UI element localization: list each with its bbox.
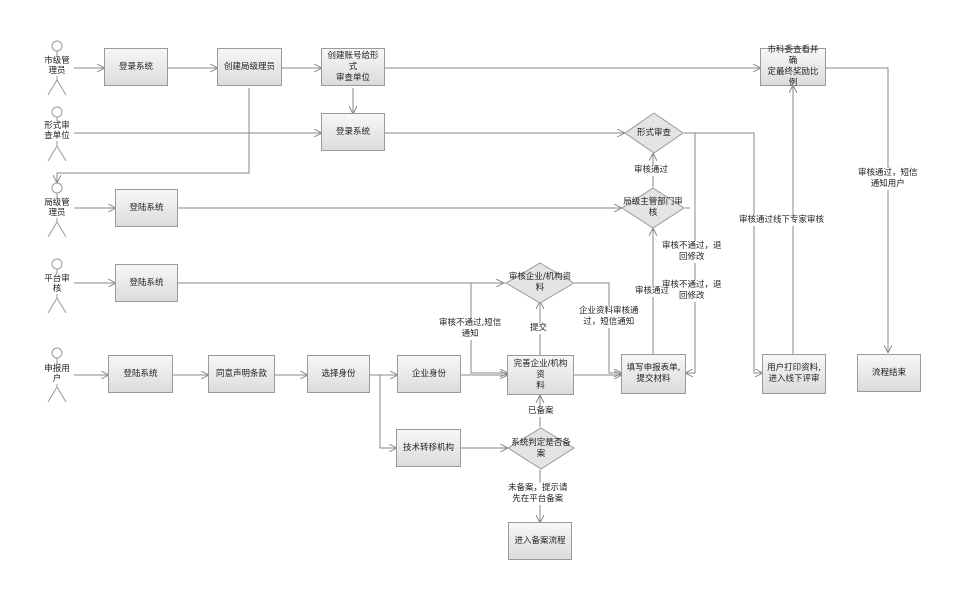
edge-label-submit: 提交: [530, 323, 548, 334]
stick-figure-icon: [47, 106, 67, 162]
edge-form-review-to-user-print: [684, 132, 762, 373]
node-city-committee-review: 市科委查看并确 定最终奖励比例: [760, 45, 826, 88]
edge-label-approved-2: 审核通过: [635, 286, 670, 297]
decision-label: 系统判定是否备 案: [511, 437, 571, 459]
node-platform-login: 登陆系统: [115, 264, 178, 302]
actor-platform-review: 平台审 核: [40, 258, 74, 316]
decision-form-review: 形式审查: [624, 112, 684, 154]
decision-label: 形式审查: [636, 127, 671, 138]
node-create-bureau-admin: 创建局级理员: [217, 48, 282, 86]
actor-label: 局级管 理员: [40, 198, 74, 218]
actor-label: 形式审 查单位: [40, 121, 74, 141]
node-complete-info: 完善企业/机构资 料: [507, 355, 574, 395]
node-enterprise-identity: 企业身份: [397, 355, 461, 393]
node-applicant-login: 登陆系统: [108, 355, 173, 393]
edge-label-rejected-return-1: 审核不通过，退 回修改: [662, 241, 722, 263]
node-login-system-2: 登录系统: [321, 113, 385, 151]
edge-label-approved-1: 审核通过: [634, 165, 669, 176]
node-process-end: 流程结束: [857, 354, 921, 392]
decision-label: 审核企业/机构资 料: [508, 272, 572, 293]
node-user-print: 用户打印资料, 进入线下评审: [762, 354, 826, 394]
node-fill-form: 填写申报表单, 提交材料: [621, 354, 686, 394]
actor-label: 平台审 核: [40, 274, 74, 294]
edge-label-approved-sms: 审核通过，短信 通知用户: [858, 168, 918, 190]
edge-label-not-filed: 未备案，提示请 先在平台备案: [508, 483, 568, 505]
actor-city-admin: 市级管 理员: [40, 40, 74, 98]
edge-label-rejected-return-2: 审核不通过，退 回修改: [662, 280, 722, 302]
actor-label: 市级管 理员: [40, 56, 74, 76]
node-tech-transfer: 技术转移机构: [396, 429, 461, 467]
actor-form-review-unit: 形式审 查单位: [40, 106, 74, 164]
edge-city-committee-to-end: [826, 67, 888, 352]
node-create-account-form-unit: 创建账号给形式 审查单位: [321, 48, 385, 86]
node-agree-terms: 同意声明条款: [208, 355, 275, 393]
edge-label-filed: 已备案: [528, 406, 554, 417]
node-select-identity: 选择身份: [307, 355, 370, 393]
actor-applicant: 申报用 户: [40, 347, 74, 405]
edge-review-approve-to-fill: [575, 282, 621, 373]
edge-label-rejected-sms: 审核不通过,短信 通知: [439, 318, 502, 340]
edge-select-to-tech: [379, 375, 396, 448]
node-bureau-login: 登陆系统: [115, 189, 178, 227]
actor-label: 申报用 户: [40, 364, 74, 384]
decision-dept-review: 局级主管部门审 核: [621, 187, 685, 229]
edge-label-approved-offline: 审核通过线下专家审核: [739, 215, 825, 226]
node-enter-filing: 进入备案流程: [508, 522, 572, 560]
edge-label-enterprise-approved-sms: 企业资料审核通 过，短信通知: [579, 306, 639, 328]
decision-review-enterprise: 审核企业/机构资 料: [505, 262, 575, 304]
actor-bureau-admin: 局级管 理员: [40, 182, 74, 240]
edge-create-bureau-to-bureau-admin: [57, 88, 250, 182]
node-login-system-1: 登录系统: [104, 48, 168, 86]
decision-label: 局级主管部门审 核: [623, 197, 683, 218]
decision-system-filing-check: 系统判定是否备 案: [507, 427, 575, 470]
